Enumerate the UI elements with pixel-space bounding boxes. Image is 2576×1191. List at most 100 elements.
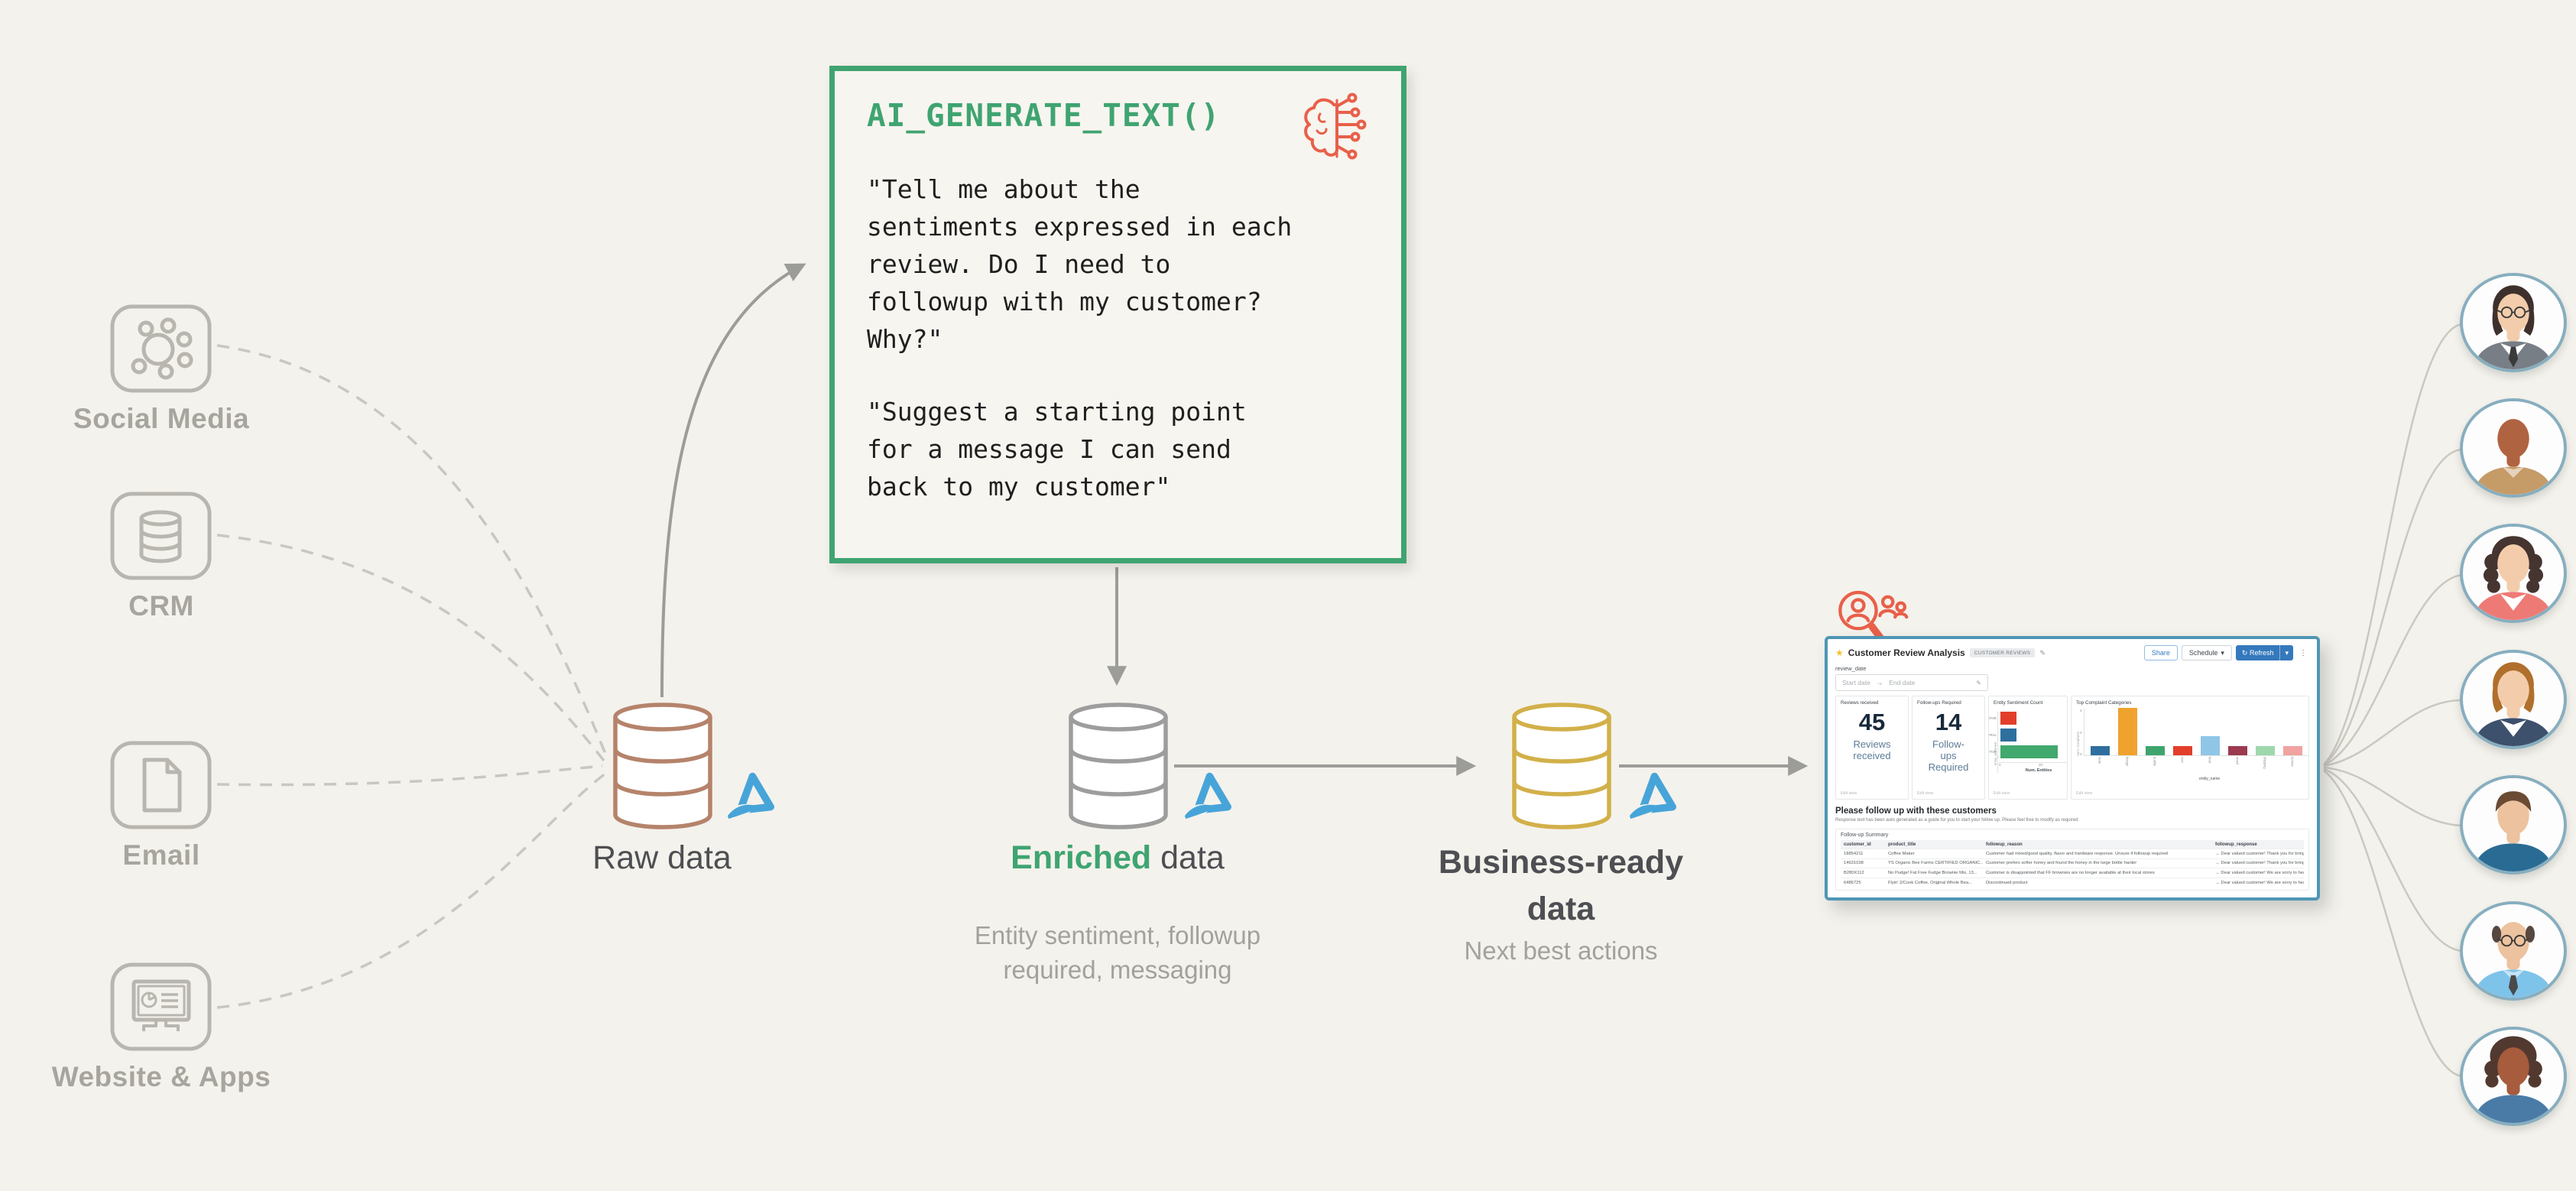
avatar-woman-auburn-navy-blazer	[2460, 650, 2567, 749]
kpi-card-header: Follow-ups Required	[1917, 700, 1961, 706]
delta-logo-raw	[723, 769, 780, 825]
email-document-icon	[109, 740, 213, 830]
edit-pencil-icon[interactable]: ✎	[2039, 648, 2046, 657]
raw-data-cylinder	[609, 700, 716, 836]
complaint-bar-column: texture	[2282, 746, 2302, 767]
dashboard-to-users-fan	[2323, 323, 2464, 1078]
refresh-button[interactable]: ↻ Refresh▾	[2235, 645, 2293, 660]
top-complaints-chart-card: Top Complaint Categories Num. Complaints…	[2071, 696, 2309, 800]
complaint-bar	[2172, 746, 2192, 755]
social-media-icon	[109, 303, 213, 394]
table-column-header: followup_reason	[1983, 840, 2212, 849]
table-cell: YS Organic Bee Farms CERTIFIED ORGANIC..…	[1885, 858, 1983, 868]
website-apps-icon	[109, 962, 213, 1052]
ai-prompt-2: "Suggest a starting point for a message …	[867, 397, 1247, 501]
table-column-header: customer_id	[1841, 840, 1885, 849]
table-column-header: followup_response	[2212, 840, 2304, 849]
complaint-bar-column: smell	[2227, 746, 2247, 764]
arrow-icon: →	[1876, 679, 1883, 686]
brain-circuit-icon	[1296, 89, 1380, 170]
ai-function-title: AI_GENERATE_TEXT()	[867, 97, 1221, 134]
business-ready-caption: Next best actions	[1464, 936, 1658, 965]
kpi-card-reviews-received: Reviews received 45 Reviews received Edi…	[1835, 696, 1909, 800]
schedule-button[interactable]: Schedule▾	[2181, 645, 2232, 660]
delta-logo-business	[1625, 769, 1682, 825]
sentiment-bar-row: NEGATIVE	[1989, 712, 2067, 725]
table-cell: Customer prefers softer honey and found …	[1983, 858, 2212, 868]
delta-logo-enriched	[1180, 769, 1237, 825]
source-item-email: Email	[109, 740, 213, 871]
start-date-placeholder: Start date	[1842, 679, 1870, 686]
arrow-rawdata-to-aibox	[660, 263, 806, 698]
avatar-woman-curly-coral-top	[2460, 524, 2567, 623]
enriched-highlight: Enriched	[1011, 839, 1152, 876]
schedule-label: Schedule	[2188, 649, 2218, 657]
sentiment-bar	[2000, 729, 2016, 742]
x-axis-label: entity_name	[2198, 777, 2221, 781]
enriched-data-label: Enriched data	[926, 839, 1309, 877]
enriched-rest: data	[1151, 839, 1225, 876]
source-label: CRM	[128, 590, 194, 621]
date-range-input[interactable]: Start date → End date ✎	[1835, 674, 1988, 691]
chart-title: Entity Sentiment Count	[1994, 700, 2043, 706]
complaint-bar-column: design	[2117, 708, 2137, 766]
complaint-category-label: shipping	[2263, 757, 2267, 769]
section-heading: Please follow up with these customers	[1835, 806, 1997, 816]
avatar-woman-afro-blue-top	[2460, 1027, 2567, 1126]
kebab-menu-icon[interactable]: ⋮	[2299, 648, 2307, 657]
enriched-data-caption: Entity sentiment, followup required, mes…	[974, 921, 1261, 984]
table-cell: Customer is disappointed that FF brownie…	[1983, 868, 2212, 878]
kpi-value: 45	[1858, 709, 1886, 735]
table-cell: B280X112	[1841, 868, 1885, 878]
avatar-bald-man-tan-shirt	[2460, 398, 2567, 498]
dashboard-filter-area: review_date Start date → End date ✎	[1828, 664, 2317, 696]
card-footer-link[interactable]: Edit view	[1841, 791, 1857, 796]
end-date-placeholder: End date	[1889, 679, 1916, 686]
complaint-bar	[2255, 746, 2275, 755]
card-footer-link[interactable]: Edit view	[1994, 791, 2010, 796]
source-label: Social Media	[73, 403, 250, 434]
edit-filter-icon[interactable]: ✎	[1976, 679, 1981, 686]
table-cell: Coffee Maker	[1885, 849, 1983, 859]
share-button[interactable]: Share	[2143, 645, 2178, 660]
table-cell: → Dear valued customer! We are sorry to …	[2212, 877, 2304, 888]
ai-prompt-1: "Tell me about the sentiments expressed …	[867, 174, 1293, 354]
chevron-down-icon: ▾	[2285, 648, 2289, 657]
sentiment-bar	[2000, 745, 2059, 758]
sentiment-category-label: NEGATIVE	[1989, 716, 1997, 720]
dashboard-badge: CUSTOMER REVIEWS	[1969, 648, 2036, 657]
table-cell: Discontinued product	[1983, 877, 2212, 888]
source-item-social-media: Social Media	[73, 303, 249, 434]
complaint-category-label: texture	[2290, 757, 2295, 767]
source-label: Website & Apps	[51, 1061, 271, 1092]
raw-data-label: Raw data	[592, 839, 732, 876]
sentiment-bar-chart: entity_sentiment NEGATIVENEUTRALPOSITIVE…	[1989, 712, 2067, 773]
x-tick: 0	[1999, 763, 2001, 767]
dashed-source-connectors	[216, 344, 607, 1009]
card-footer-link[interactable]: Edit view	[1917, 791, 1934, 796]
avatar-man-teal-hoodie	[2460, 775, 2567, 875]
dashboard-title: Customer Review Analysis	[1848, 647, 1965, 658]
table-label: Follow-up Summary	[1841, 832, 1889, 838]
chart-title: Top Complaint Categories	[2076, 700, 2132, 706]
complaint-bar	[2282, 746, 2302, 755]
complaint-bar	[2117, 708, 2137, 755]
sentiment-x-ticks: 0 20	[1999, 762, 2067, 767]
sentiment-category-label: POSITIVE	[1989, 750, 1997, 754]
complaint-bar-column: shipping	[2255, 746, 2275, 769]
complaint-category-label: food	[2208, 757, 2212, 764]
favorite-star-icon[interactable]: ★	[1835, 647, 1844, 658]
complaint-bar	[2200, 736, 2220, 755]
kpi-value: 14	[1935, 709, 1962, 735]
x-tick: 20	[2039, 763, 2043, 767]
y-tick: 4	[2080, 709, 2082, 712]
table-column-header: product_title	[1885, 840, 1983, 849]
card-footer-link[interactable]: Edit view	[2076, 791, 2093, 796]
